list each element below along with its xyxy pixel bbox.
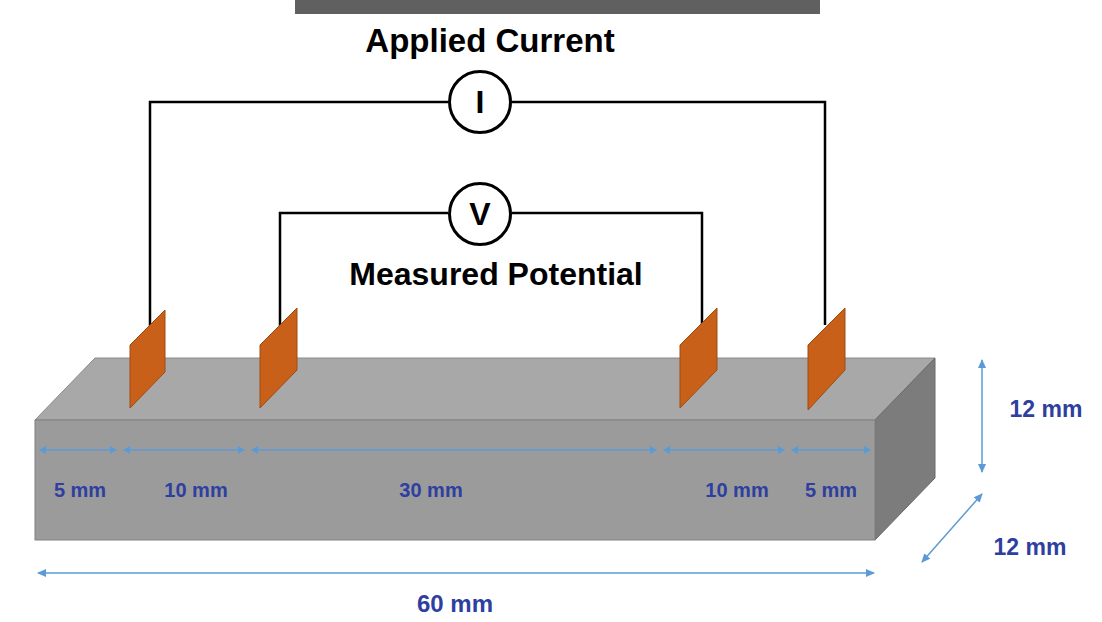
dimension-label: 5 mm [54, 479, 106, 501]
dimension-label: 30 mm [399, 479, 462, 501]
front-face [35, 420, 875, 540]
meter-circle: I [448, 70, 512, 134]
dimension-label: 10 mm [705, 479, 768, 501]
dimension-label: 60 mm [417, 591, 493, 617]
top-face [35, 358, 935, 420]
circuit-label: Applied Current [365, 23, 614, 59]
dimension-lines [38, 360, 982, 573]
meter-symbol: V [469, 198, 490, 230]
dimension-label: 5 mm [805, 479, 857, 501]
dimension-label: 10 mm [164, 479, 227, 501]
top-bar [295, 0, 820, 14]
meter-symbol: I [476, 86, 485, 118]
side-face [875, 358, 935, 540]
meter-circle: V [448, 182, 512, 246]
circuit-label: Measured Potential [349, 257, 642, 292]
electrodes [130, 308, 845, 410]
wires [150, 102, 825, 330]
dimension-label: 12 mm [994, 535, 1067, 560]
dimension-label: 12 mm [1010, 397, 1083, 422]
